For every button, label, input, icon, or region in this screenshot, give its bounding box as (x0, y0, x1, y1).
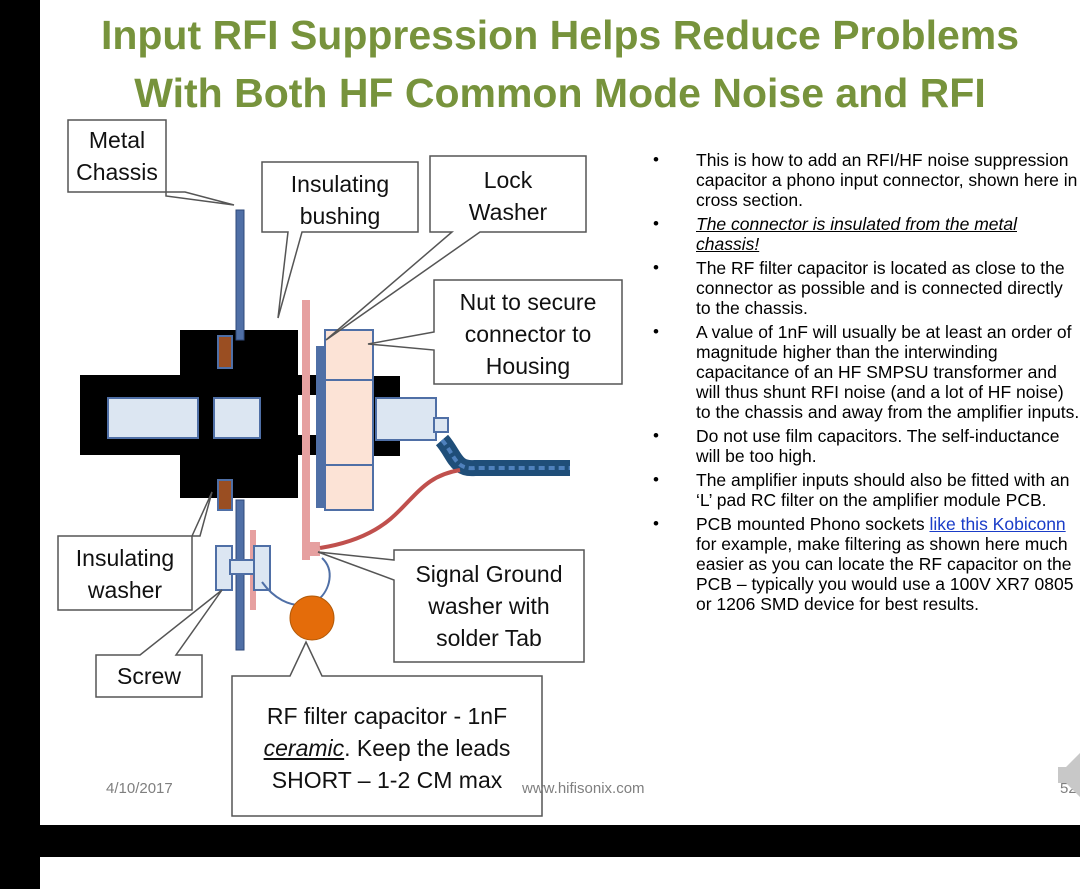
label-insulating-bushing: Insulating bushing (262, 168, 418, 232)
bullet-text: The RF filter capacitor is located as cl… (696, 258, 1065, 318)
bullet-item: The RF filter capacitor is located as cl… (650, 258, 1080, 318)
ceramic-emphasis: ceramic (263, 735, 345, 761)
connector-core-mid (213, 397, 261, 439)
solder-tab (306, 542, 320, 556)
callout-lock-washer-box (325, 155, 587, 341)
bullet-list: This is how to add an RFI/HF noise suppr… (650, 150, 1080, 618)
screw-nut (253, 545, 271, 591)
label-signal-ground-line2: washer with (428, 593, 550, 619)
nut-mid (324, 379, 374, 466)
label-nut-line3: Housing (485, 353, 571, 379)
bullet-text: Do not use film capacitors. The self-ind… (696, 426, 1060, 466)
bullet-text-continued: for example, make filtering as shown her… (696, 534, 1074, 614)
callout-insulating-washer-box (57, 491, 213, 611)
footer-website[interactable]: www.hifisonix.com (522, 780, 645, 797)
label-metal-chassis: Metal Chassis (68, 124, 166, 188)
label-metal-chassis-line1: Metal (88, 127, 146, 153)
label-nut-line1: Nut to secure (459, 289, 597, 315)
rf-filter-capacitor (289, 595, 335, 641)
label-signal-ground-line1: Signal Ground (415, 561, 563, 587)
bullet-item: The amplifier inputs should also be fitt… (650, 470, 1080, 510)
label-rf-filter-line1: RF filter capacitor - 1nF (266, 703, 508, 729)
ground-wire (319, 468, 461, 550)
label-insulating-washer: Insulating washer (58, 542, 192, 606)
kobiconn-link[interactable]: like this Kobiconn (929, 514, 1066, 534)
callout-rf-filter-box (231, 640, 543, 817)
metal-chassis-top (235, 209, 245, 341)
label-signal-ground-line3: solder Tab (436, 625, 542, 651)
bottom-border (40, 825, 1080, 857)
bullet-text: PCB mounted Phono sockets (696, 514, 930, 534)
left-border (0, 0, 40, 889)
label-rf-filter-line3: SHORT – 1-2 CM max (271, 767, 503, 793)
insulating-bushing-top (217, 335, 233, 369)
label-insulating-washer-line1: Insulating (75, 545, 175, 571)
connector-core-left (107, 397, 199, 439)
connector-body (80, 330, 330, 498)
bullet-item: A value of 1nF will usually be at least … (650, 322, 1080, 422)
label-rf-filter: RF filter capacitor - 1nF ceramic. Keep … (232, 700, 542, 796)
slide-title-line2: With Both HF Common Mode Noise and RFI (134, 70, 986, 116)
slide-title-line1: Input RFI Suppression Helps Reduce Probl… (100, 12, 1020, 58)
label-insulating-bushing-line2: bushing (299, 203, 381, 229)
bullet-text: This is how to add an RFI/HF noise suppr… (696, 150, 1078, 210)
label-metal-chassis-line2: Chassis (76, 159, 158, 185)
label-lock-washer: Lock Washer (430, 164, 586, 228)
label-screw-line1: Screw (117, 663, 181, 689)
bullet-text: A value of 1nF will usually be at least … (696, 322, 1080, 422)
bullet-item: PCB mounted Phono sockets like this Kobi… (650, 514, 1080, 614)
footer-date: 4/10/2017 (106, 780, 173, 797)
label-nut-line2: connector to (464, 321, 592, 347)
label-lock-washer-line1: Lock (483, 167, 533, 193)
label-lock-washer-line2: Washer (468, 199, 548, 225)
connector-pin (375, 397, 437, 441)
nut-bottom (324, 464, 374, 511)
capacitor-lead-2 (317, 557, 331, 601)
nut-top (324, 329, 374, 381)
insulating-washer-bottom (217, 479, 233, 511)
bullet-text: The connector is insulated from the meta… (696, 214, 1017, 254)
label-nut: Nut to secure connector to Housing (434, 286, 622, 382)
bullet-item: The connector is insulated from the meta… (650, 214, 1080, 254)
signal-cable-highlight (440, 438, 570, 471)
label-insulating-bushing-line1: Insulating (290, 171, 390, 197)
callout-signal-ground-box (317, 549, 585, 663)
label-insulating-washer-line2: washer (87, 577, 163, 603)
bullet-item: Do not use film capacitors. The self-ind… (650, 426, 1080, 466)
label-screw: Screw (96, 660, 202, 692)
connector-pin-tip (433, 417, 449, 433)
label-rf-filter-line2: ceramic. Keep the leads (232, 732, 542, 764)
lock-washer (316, 346, 324, 508)
bullet-item: This is how to add an RFI/HF noise suppr… (650, 150, 1080, 210)
callout-screw-box (95, 589, 223, 698)
bullet-text: The amplifier inputs should also be fitt… (696, 470, 1070, 510)
callout-metal-chassis-box (67, 119, 235, 206)
signal-ground-washer (302, 300, 310, 560)
speaker-icon[interactable] (1054, 745, 1080, 805)
callout-nut-box (367, 279, 623, 385)
callout-insulating-bushing-box (261, 161, 419, 319)
label-rf-filter-line2-rest: . Keep the leads (344, 735, 511, 761)
label-signal-ground: Signal Ground washer with solder Tab (394, 558, 584, 654)
